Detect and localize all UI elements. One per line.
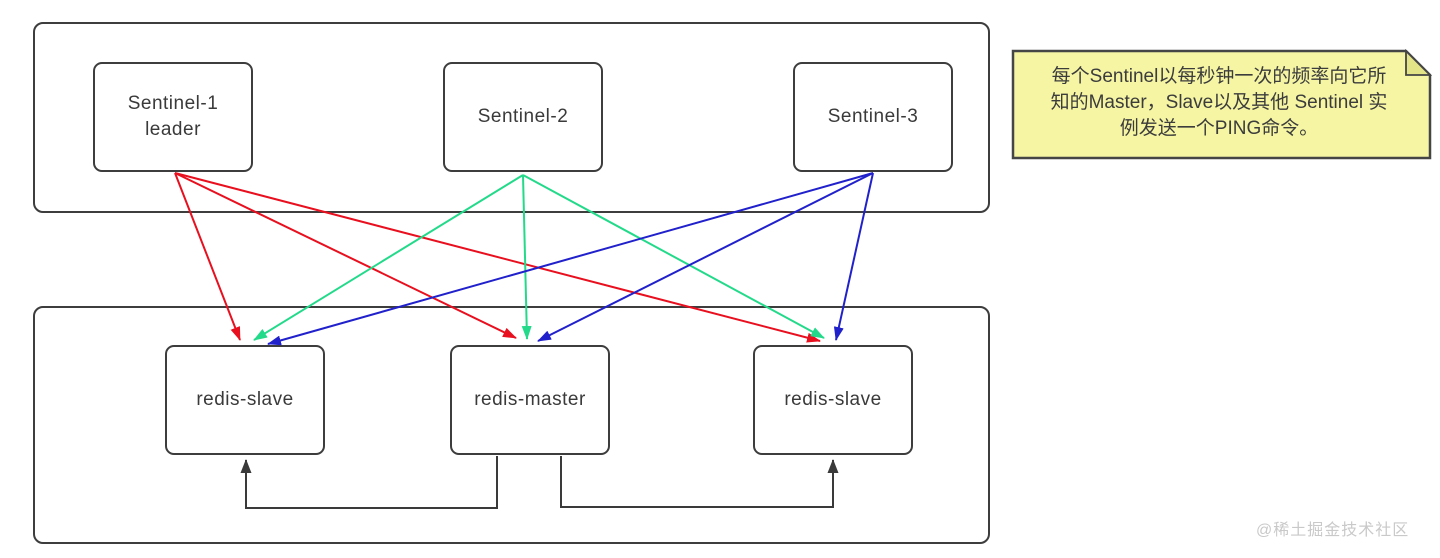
redis-slave-left-node: redis-slave	[165, 345, 325, 455]
watermark: @稀土掘金技术社区	[1256, 522, 1410, 539]
redis-master-label: redis-master	[474, 389, 586, 410]
sentinel-3-label: Sentinel-3	[827, 106, 919, 127]
note-line-1: 每个Sentinel以每秒钟一次的频率向它所	[1051, 66, 1387, 87]
sentinel-2-label: Sentinel-2	[477, 106, 569, 127]
redis-master-node: redis-master	[450, 345, 610, 455]
redis-slave-right-label: redis-slave	[784, 389, 882, 410]
redis-slave-right-node: redis-slave	[753, 345, 913, 455]
note-line-3: 例发送一个PING命令。	[1119, 118, 1319, 139]
sentinel-1-node: Sentinel-1 leader	[93, 62, 253, 172]
sentinel-1-label: Sentinel-1 leader	[127, 93, 219, 140]
sentinel-3-node: Sentinel-3	[793, 62, 953, 172]
sticky-note-text: 每个Sentinel以每秒钟一次的频率向它所 知的Master，Slave以及其…	[1016, 64, 1422, 142]
note-line-2: 知的Master，Slave以及其他 Sentinel 实	[1050, 92, 1388, 113]
sentinel-2-node: Sentinel-2	[443, 62, 603, 172]
redis-slave-left-label: redis-slave	[196, 389, 294, 410]
